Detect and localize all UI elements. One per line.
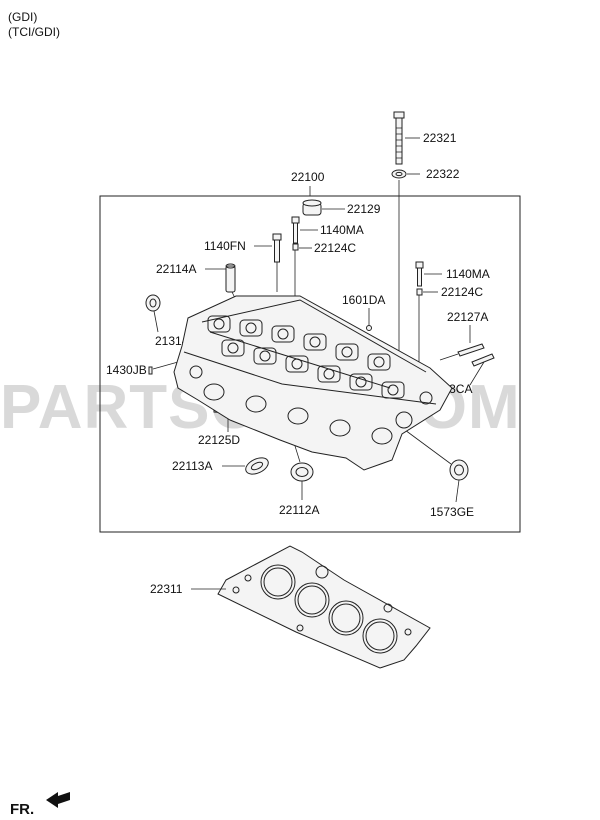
callout-1140ma-b: 1140MA [446, 267, 490, 281]
callout-22127a: 22127A [447, 310, 488, 324]
front-direction-label: FR. [10, 801, 34, 818]
callout-22113a: 22113A [172, 459, 212, 473]
cylinder-head-icon[interactable] [173, 295, 453, 471]
stud-icon[interactable] [471, 353, 495, 367]
callout-22129: 22129 [347, 202, 381, 216]
oil-filler-cap-icon[interactable] [302, 199, 322, 216]
sleeve-icon[interactable] [225, 263, 236, 293]
stud-bolt-icon[interactable] [415, 261, 424, 287]
front-arrow-icon [46, 792, 70, 808]
seal-cap-icon[interactable] [145, 294, 161, 312]
washer-icon[interactable] [391, 169, 407, 179]
head-gasket-icon[interactable] [217, 545, 431, 669]
stud-bolt-icon[interactable] [291, 216, 300, 244]
seal-ring-icon[interactable] [449, 459, 469, 481]
header-tci-gdi: (TCI/GDI) [8, 25, 60, 39]
header-gdi: (GDI) [8, 10, 38, 24]
dowel-pin-icon[interactable] [292, 243, 299, 251]
callout-22114a: 22114A [156, 262, 196, 276]
callout-22311: 22311 [150, 582, 183, 596]
flange-bolt-icon[interactable] [272, 233, 282, 263]
callout-1601da: 1601DA [342, 293, 385, 307]
seal-ring-icon[interactable] [243, 455, 271, 478]
head-bolt-icon[interactable] [393, 111, 405, 165]
callout-22322: 22322 [426, 167, 460, 181]
callout-1573ge: 1573GE [430, 505, 474, 519]
dowel-pin-icon[interactable] [457, 343, 485, 357]
callout-1430jb: 1430JB [106, 363, 147, 377]
callout-1140ma-a: 1140MA [320, 223, 364, 237]
dowel-pin-icon[interactable] [416, 288, 423, 296]
callout-22124c-b: 22124C [441, 285, 483, 299]
oil-seal-icon[interactable] [290, 462, 314, 482]
plug-icon[interactable] [366, 325, 372, 331]
callout-22321: 22321 [423, 131, 457, 145]
pin-icon[interactable] [148, 366, 153, 375]
callout-22100: 22100 [291, 170, 325, 184]
callout-22124c-a: 22124C [314, 241, 356, 255]
callout-1140fn: 1140FN [204, 239, 246, 253]
callout-22112a: 22112A [279, 503, 319, 517]
callout-22125d: 22125D [198, 433, 240, 447]
